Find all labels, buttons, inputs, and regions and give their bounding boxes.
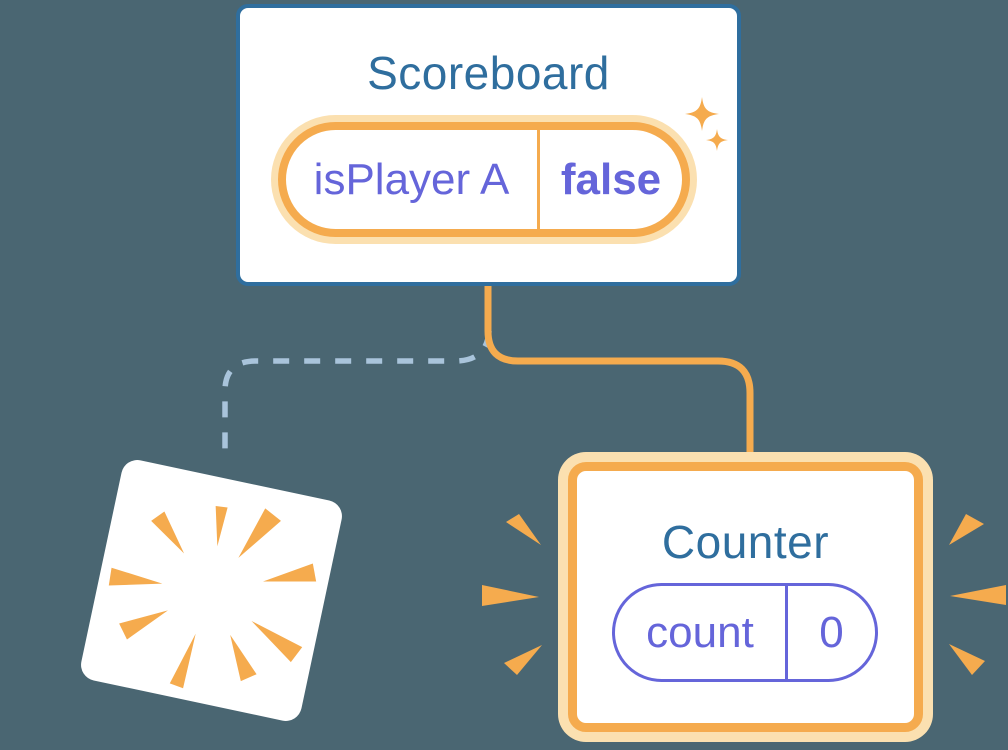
state-value: 0 (819, 607, 844, 657)
emphasis-marks-right (949, 514, 1006, 675)
emphasis-mark-icon (504, 645, 542, 675)
poof-ray (169, 633, 196, 689)
poof-burst-icon (108, 506, 317, 689)
dashed-connector-line (222, 330, 492, 462)
poof-ray (230, 634, 257, 682)
scoreboard-state-pill: isPlayer A false (278, 122, 690, 237)
emphasis-marks-left (482, 514, 542, 675)
scoreboard-card: Scoreboard isPlayer A false (236, 4, 741, 286)
poof-ray (108, 567, 163, 586)
counter-state-pill: count 0 (612, 583, 878, 682)
poof-ray (238, 508, 281, 558)
destroyed-component-card (78, 457, 345, 724)
emphasis-mark-icon (482, 585, 539, 606)
emphasis-mark-icon (506, 514, 541, 545)
poof-ray (215, 506, 228, 547)
emphasis-mark-icon (949, 514, 984, 545)
counter-card: Counter count 0 (568, 462, 923, 732)
state-label: count (646, 607, 754, 657)
pill-divider (785, 586, 788, 679)
state-label: isPlayer A (313, 154, 510, 204)
emphasis-mark-icon (950, 585, 1006, 605)
pill-divider (537, 130, 540, 229)
poof-ray (251, 620, 303, 663)
poof-ray (262, 563, 317, 582)
state-value: false (560, 154, 662, 204)
poof-ray (151, 511, 185, 554)
counter-title: Counter (661, 516, 830, 568)
scoreboard-title: Scoreboard (367, 47, 610, 99)
emphasis-mark-icon (949, 644, 985, 675)
poof-ray (119, 610, 168, 640)
solid-connector-line (484, 284, 754, 457)
